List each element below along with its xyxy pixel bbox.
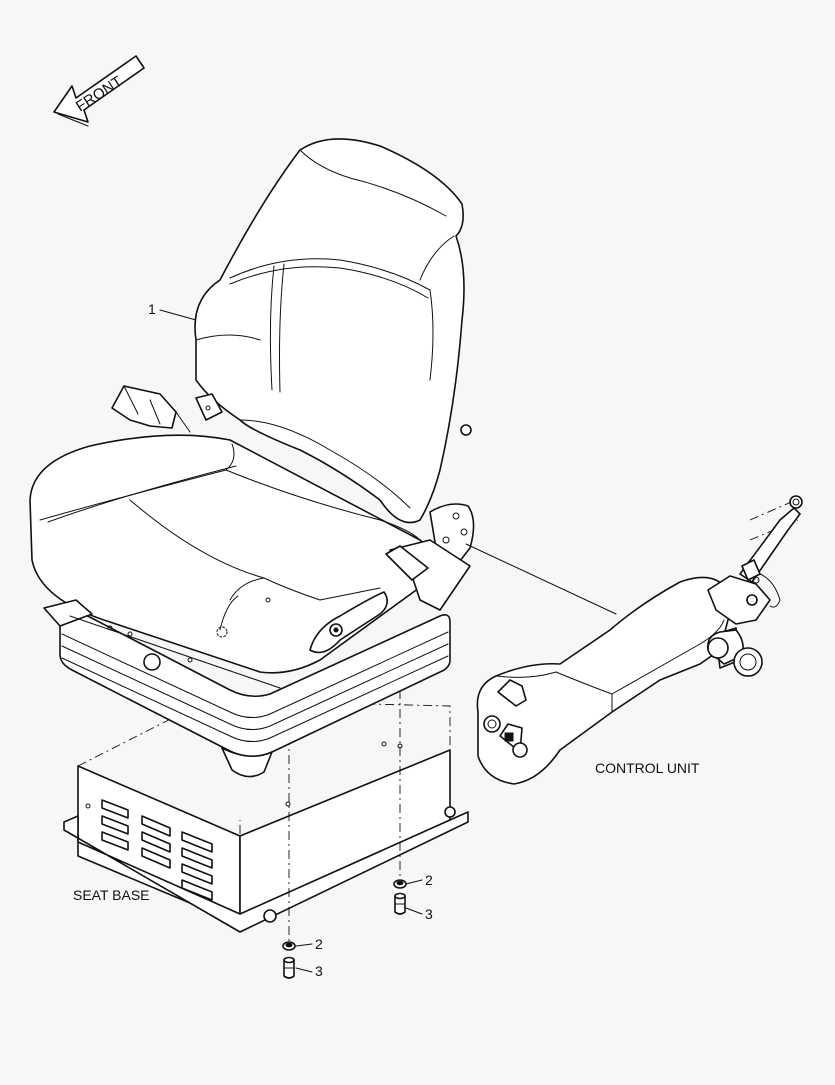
fastener-set-right <box>393 879 407 915</box>
callout-washer-right: 2 <box>425 872 433 888</box>
leader-washer-left <box>295 943 313 947</box>
seat-belt-buckle <box>111 385 191 433</box>
leader-seat <box>159 309 197 321</box>
seat-adjust-levers <box>309 539 471 654</box>
vent-slots <box>101 799 213 901</box>
washer-left <box>282 941 296 951</box>
fastener-set-left <box>282 941 296 979</box>
leader-bolt-left <box>295 967 313 973</box>
control-unit <box>476 495 803 785</box>
label-seat-base: SEAT BASE <box>73 887 150 903</box>
callout-bolt-right: 3 <box>425 906 433 922</box>
callout-bolt-left: 3 <box>315 963 323 979</box>
label-control-unit: CONTROL UNIT <box>595 760 700 776</box>
callout-washer-left: 2 <box>315 936 323 952</box>
leader-bolt-right <box>405 907 423 915</box>
seat-backrest <box>194 138 465 524</box>
leader-washer-right <box>405 879 423 885</box>
front-arrow: FRONT <box>53 55 145 127</box>
bolt-right <box>394 892 406 915</box>
washer-right <box>393 879 407 889</box>
bolt-left <box>283 956 295 979</box>
connection-line <box>465 543 617 615</box>
seat-base <box>63 699 469 933</box>
seat-cushion <box>29 434 435 689</box>
callout-seat: 1 <box>148 301 156 317</box>
